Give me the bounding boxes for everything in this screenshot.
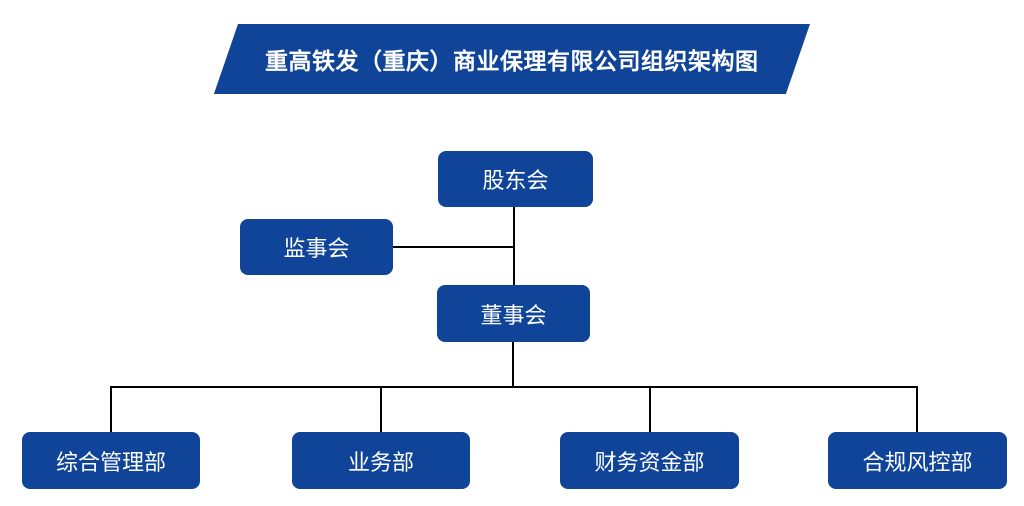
node-dept-compliance-risk: 合规风控部: [828, 432, 1007, 489]
node-board-of-directors: 董事会: [437, 285, 590, 342]
node-label: 业务部: [347, 449, 414, 475]
chart-title: 重高铁发（重庆）商业保理有限公司组织架构图: [265, 48, 759, 74]
connector-shareholders-board: [513, 207, 515, 286]
connector-supervisory-branch: [393, 246, 514, 248]
node-shareholders-meeting: 股东会: [438, 151, 593, 207]
connector-drop-finance: [649, 386, 651, 433]
node-label: 合规风控部: [862, 449, 973, 475]
title-banner: 重高铁发（重庆）商业保理有限公司组织架构图: [213, 24, 810, 94]
connector-board-to-bus: [512, 342, 514, 388]
node-dept-finance-treasury: 财务资金部: [560, 432, 739, 489]
connector-drop-general-admin: [110, 386, 112, 433]
node-label: 董事会: [480, 302, 547, 328]
connector-drop-compliance: [916, 386, 918, 433]
node-label: 监事会: [283, 236, 350, 261]
node-label: 财务资金部: [594, 449, 705, 475]
node-label: 股东会: [482, 168, 549, 193]
node-label: 综合管理部: [55, 449, 166, 475]
node-dept-general-admin: 综合管理部: [22, 432, 200, 489]
connector-departments-bus: [110, 386, 918, 388]
connector-drop-business: [380, 386, 382, 433]
node-dept-business: 业务部: [292, 432, 470, 489]
node-supervisory-board: 监事会: [240, 219, 393, 275]
